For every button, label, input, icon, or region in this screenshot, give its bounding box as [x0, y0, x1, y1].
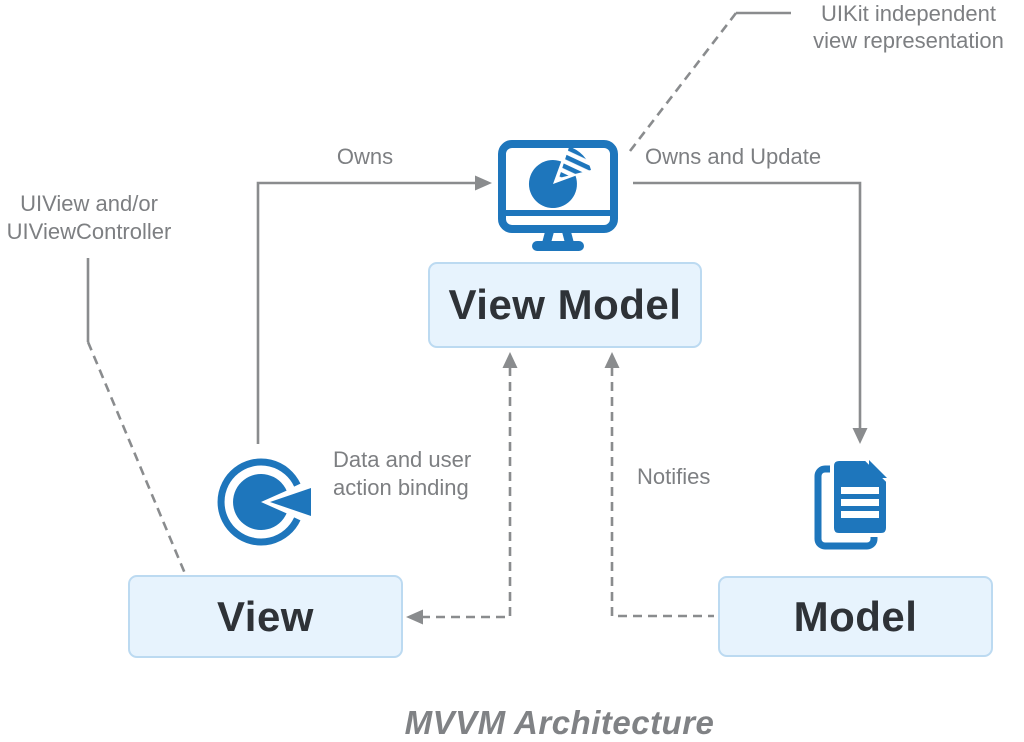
notifies-label: Notifies — [637, 464, 711, 489]
uikit-note-line1: UIKit independent — [821, 1, 996, 26]
node-model: Model — [718, 576, 993, 657]
node-view-model: View Model — [428, 262, 702, 348]
monitor-pie-chart-icon — [498, 140, 618, 251]
binding-label: Data and user action binding — [333, 446, 471, 502]
notifies-dashed-line — [610, 367, 714, 618]
node-view-label: View — [217, 592, 314, 640]
node-view-model-label: View Model — [448, 281, 682, 328]
owns-arrowhead — [475, 175, 492, 191]
uiview-note-line1: UIView and/or — [20, 191, 158, 216]
owns-and-update-arrow-line — [633, 181, 862, 429]
uikit-note-label: UIKit independent view representation — [793, 0, 1024, 54]
uiview-callout-dashed-line — [86, 341, 188, 577]
uikit-note-line2: view representation — [813, 28, 1004, 53]
diagram-title: MVVM Architecture — [404, 704, 715, 741]
node-model-label: Model — [793, 592, 918, 640]
pie-chart-icon — [217, 458, 311, 546]
uiview-note-label: UIView and/or UIViewController — [0, 190, 178, 246]
uiview-note-line2: UIViewController — [6, 219, 172, 244]
binding-left-arrowhead — [406, 609, 423, 625]
owns-and-update-label: Owns and Update — [645, 144, 822, 169]
documents-icon — [814, 457, 890, 550]
node-view: View — [128, 575, 403, 658]
binding-label-line2: action binding — [333, 475, 469, 500]
owns-arrow-line — [256, 181, 477, 444]
binding-dashed-line — [421, 367, 512, 619]
notifies-up-arrowhead — [604, 352, 620, 368]
uikit-callout-dashed-line — [628, 12, 738, 152]
owns-and-update-arrowhead — [852, 428, 868, 444]
binding-label-line1: Data and user — [333, 447, 472, 472]
owns-label: Owns — [336, 144, 394, 169]
binding-up-arrowhead — [502, 352, 518, 368]
